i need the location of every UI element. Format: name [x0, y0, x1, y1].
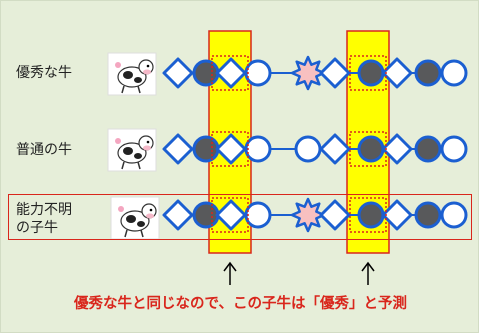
average-cow-picture-flower: [115, 138, 121, 144]
row-3-diamond-3: [215, 199, 247, 231]
unknown-calf-picture-spot-2: [137, 221, 145, 227]
average-cow-picture-spot-1: [123, 147, 133, 155]
row-3-diamond-8: [381, 199, 413, 231]
row-3-star-5: [290, 197, 326, 233]
row-1-diamond-3: [215, 57, 247, 89]
row-3-diamond-6: [319, 199, 351, 231]
row-1-star-5: [290, 55, 326, 91]
row-1-circle-10: [440, 59, 468, 87]
row-2-circle-9: [414, 135, 442, 163]
row-label-superior-cow: 優秀な牛: [16, 65, 72, 81]
superior-cow-picture-spot-2: [134, 77, 142, 83]
unknown-calf-picture-leg-1: [124, 229, 128, 238]
superior-cow-picture-spot-1: [123, 71, 133, 79]
row-2-diamond-6: [319, 133, 351, 165]
row-1-diamond-8: [381, 57, 413, 89]
dotted-marker-c1-r2: [211, 131, 249, 167]
unknown-calf-picture-leg-2: [140, 229, 144, 238]
superior-cow-picture-leg-1: [121, 85, 125, 94]
row-label-average-cow: 普通の牛: [16, 142, 72, 158]
average-cow-picture-spot-2: [134, 153, 142, 159]
row-1-diamond-6: [319, 57, 351, 89]
average-cow-picture-leg-2: [137, 161, 141, 170]
row-2-circle-10: [440, 135, 468, 163]
row-1-diamond-1: [162, 57, 194, 89]
row-1-circle-9: [414, 59, 442, 87]
unknown-calf-box: [8, 194, 472, 240]
row-2-circle-5: [294, 135, 322, 163]
superior-cow-picture-flower: [115, 62, 121, 68]
superior-cow-picture-muzzle: [143, 69, 151, 75]
row-3-circle-4: [244, 201, 272, 229]
arrow-2-head: [361, 261, 375, 272]
row-1-circle-2: [192, 59, 220, 87]
average-cow-picture-eye: [146, 140, 150, 144]
dotted-marker-c2-r2: [349, 131, 387, 167]
row-label-unknown-calf-line2: の子牛: [16, 220, 58, 236]
row-2-circle-2: [192, 135, 220, 163]
row-label-unknown-calf-line1: 能力不明: [16, 202, 72, 218]
row-2-circle-4: [244, 135, 272, 163]
unknown-calf-picture-flower: [118, 206, 124, 212]
row-2-diamond-1: [162, 133, 194, 165]
row-2-diamond-3: [215, 133, 247, 165]
row-2-diamond-8: [381, 133, 413, 165]
unknown-calf-picture-muzzle: [146, 213, 154, 219]
row-3-circle-10: [440, 201, 468, 229]
row-3-diamond-1: [162, 199, 194, 231]
unknown-calf-picture-eye: [149, 208, 153, 212]
conclusion-caption: 優秀な牛と同じなので、この子牛は「優秀」と予測: [74, 296, 407, 312]
row-1-circle-7: [357, 59, 385, 87]
row-1-circle-4: [244, 59, 272, 87]
arrow-1-head: [223, 261, 237, 272]
row-3-circle-9: [414, 201, 442, 229]
unknown-calf-picture-spot-1: [126, 215, 136, 223]
dotted-marker-c2-r1: [349, 55, 387, 91]
superior-cow-picture-leg-2: [137, 85, 141, 94]
dotted-marker-c1-r1: [211, 55, 249, 91]
dotted-marker-c1-r3: [211, 197, 249, 233]
average-cow-picture-muzzle: [143, 145, 151, 151]
average-cow-picture-leg-1: [121, 161, 125, 170]
dotted-marker-c2-r3: [349, 197, 387, 233]
superior-cow-picture-eye: [146, 64, 150, 68]
row-2-circle-7: [357, 135, 385, 163]
